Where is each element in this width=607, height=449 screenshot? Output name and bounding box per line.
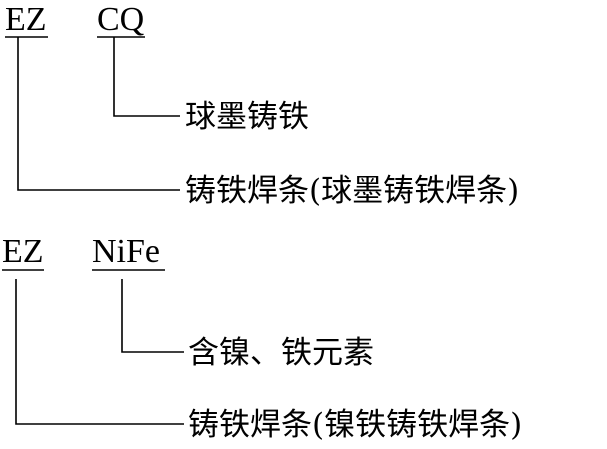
code-ez: EZ <box>2 233 44 270</box>
leader-line-ez <box>15 279 184 425</box>
leader-line-ez <box>17 37 180 191</box>
code-cq: CQ <box>97 1 144 38</box>
meaning-ez: 铸铁焊条(球墨铸铁焊条) <box>185 173 519 209</box>
leader-line-nife <box>121 279 184 353</box>
meaning-cq: 球墨铸铁 <box>185 99 309 135</box>
designation-block-2: EZ NiFe 含镍、铁元素 铸铁焊条(镍铁铸铁焊条) <box>2 233 522 443</box>
meaning-ez: 铸铁焊条(镍铁铸铁焊条) <box>188 407 522 443</box>
code-nife: NiFe <box>92 233 160 270</box>
leader-line-cq <box>113 37 180 117</box>
meaning-nife: 含镍、铁元素 <box>188 335 374 371</box>
designation-block-1: EZ CQ 球墨铸铁 铸铁焊条(球墨铸铁焊条) <box>5 1 519 209</box>
code-ez: EZ <box>5 1 47 38</box>
